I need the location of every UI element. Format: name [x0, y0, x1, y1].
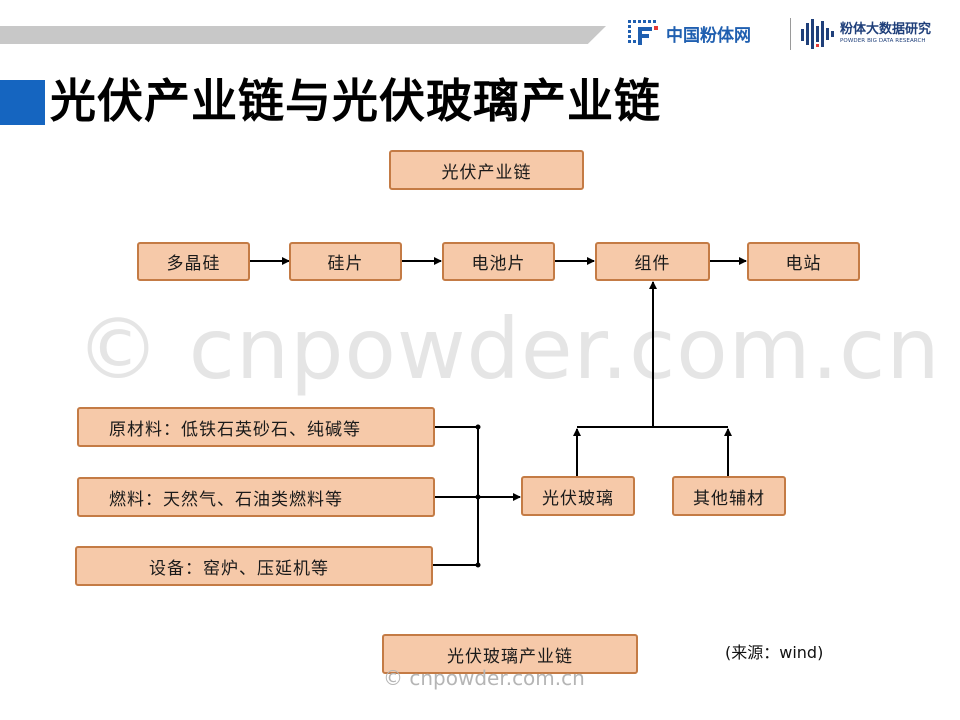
- node-fuel: 燃料：天然气、石油类燃料等: [77, 477, 435, 517]
- title-marker: [0, 80, 45, 125]
- logo-divider: [790, 18, 791, 50]
- cnpowder-logo-text: 中国粉体网: [666, 25, 751, 46]
- node-polysilicon: 多晶硅: [137, 242, 250, 281]
- node-cell: 电池片: [442, 242, 555, 281]
- big-data-logo[interactable]: 粉体大数据研究 POWDER BIG DATA RESEARCH: [800, 14, 931, 54]
- input-equipment-link: [433, 497, 479, 566]
- big-data-logo-subtext: POWDER BIG DATA RESEARCH: [840, 38, 926, 44]
- node-module: 组件: [595, 242, 710, 281]
- watermark: © cnpowder.com.cn: [76, 300, 941, 398]
- cnpowder-logo-icon: [628, 18, 662, 48]
- node-other-auxiliary: 其他辅材: [672, 476, 786, 516]
- node-wafer: 硅片: [289, 242, 402, 281]
- big-data-logo-icon: [801, 19, 834, 49]
- input-raw-materials-link: [435, 426, 479, 497]
- pv-glass-chain-label: 光伏玻璃产业链: [382, 634, 638, 674]
- page-title: 光伏产业链与光伏玻璃产业链: [50, 74, 661, 128]
- node-raw-materials: 原材料：低铁石英砂石、纯碱等: [77, 407, 435, 447]
- node-power-station: 电站: [747, 242, 860, 281]
- source-note: (来源：wind): [725, 643, 824, 662]
- header-bar: [0, 26, 606, 44]
- big-data-logo-text: 粉体大数据研究: [840, 22, 932, 37]
- cnpowder-logo[interactable]: 中国粉体网: [628, 14, 751, 52]
- node-pv-glass: 光伏玻璃: [521, 476, 635, 516]
- node-equipment: 设备：窑炉、压延机等: [75, 546, 433, 586]
- watermark-bottom: © cnpowder.com.cn: [383, 666, 585, 690]
- photovoltaic-chain-label: 光伏产业链: [389, 150, 584, 190]
